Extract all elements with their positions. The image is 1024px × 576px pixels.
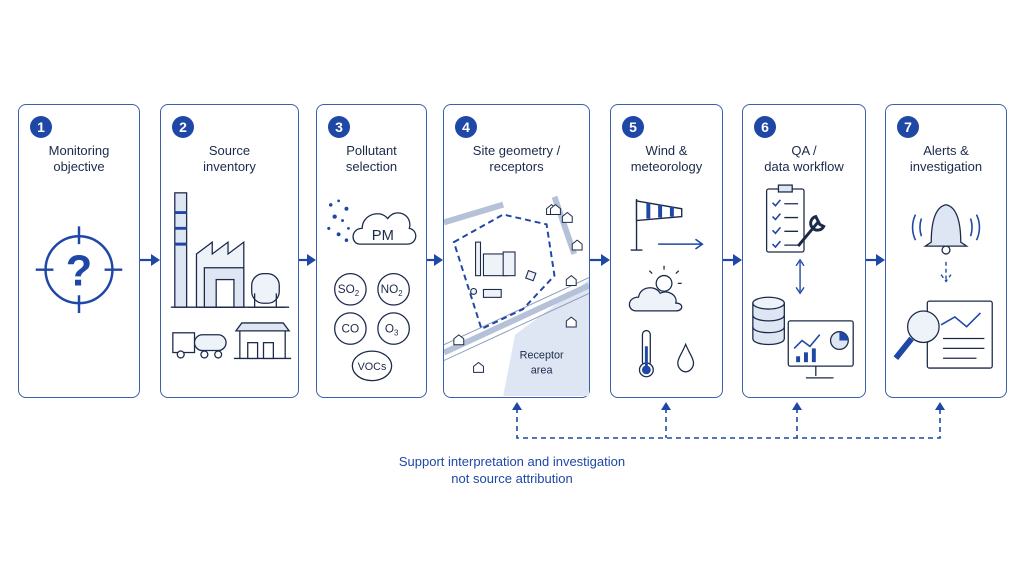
alarm-bell-icon	[911, 204, 981, 255]
step-title: Wind & meteorology	[630, 143, 703, 174]
step-title: Pollutant selection	[345, 143, 398, 174]
database-icon	[752, 296, 785, 346]
footnote: Support interpretation and investigation…	[398, 454, 626, 486]
windsock-icon	[630, 198, 683, 251]
svg-text:?: ?	[66, 247, 92, 295]
site-boundary	[452, 213, 556, 331]
report-chart-icon	[926, 300, 993, 369]
step-title: QA / data workflow	[764, 143, 844, 174]
step-title: Source inventory	[203, 143, 256, 174]
step-card-pollutant-selection: 3 Pollutant selection PM SO2 NO2 CO O3 V…	[316, 104, 427, 398]
partly-cloudy-icon	[628, 265, 683, 312]
receptor-area-shape	[503, 279, 589, 396]
wrench-icon	[796, 214, 826, 248]
step-card-site-geometry: 4 Site geometry / receptors	[443, 104, 590, 398]
down-arrow	[940, 261, 952, 283]
svg-text:PM: PM	[372, 228, 394, 244]
step-title: Site geometry / receptors	[472, 143, 561, 174]
wind-arrow-icon	[658, 238, 704, 250]
link-arrow	[795, 258, 805, 295]
checklist-icon	[765, 184, 805, 253]
svg-text:area: area	[531, 364, 554, 376]
thermometer-icon	[638, 329, 654, 378]
step-number-badge: 1	[30, 116, 52, 138]
vocs-label: VOCs	[358, 361, 387, 373]
step-card-monitoring-objective: 1 Monitoring objective ?	[18, 104, 140, 398]
step-number-badge: 7	[897, 116, 919, 138]
step-card-alerts-investigation: 7 Alerts & investigation	[885, 104, 1007, 398]
magnifier-icon	[893, 310, 940, 361]
step-number-badge: 5	[622, 116, 644, 138]
step-number-badge: 4	[455, 116, 477, 138]
step-number-badge: 6	[754, 116, 776, 138]
step-number-badge: 3	[328, 116, 350, 138]
no2-label: NO2	[381, 283, 403, 298]
co-label: CO	[342, 323, 360, 336]
step-card-source-inventory: 2 Source inventory	[160, 104, 299, 398]
pm-cloud	[352, 212, 417, 245]
step-card-qa-data-workflow: 6 QA / data workflow	[742, 104, 866, 398]
o3-label: O3	[385, 323, 399, 338]
water-drop-icon	[677, 342, 695, 373]
monitor-dashboard-icon	[787, 320, 854, 379]
feedback-dashed-lines	[516, 408, 941, 439]
so2-label: SO2	[338, 283, 359, 298]
step-number-badge: 2	[172, 116, 194, 138]
step-title: Monitoring objective	[48, 143, 110, 174]
svg-text:Receptor: Receptor	[520, 350, 564, 362]
step-title: Alerts & investigation	[909, 143, 983, 174]
step-card-wind-meteorology: 5 Wind & meteorology	[610, 104, 723, 398]
